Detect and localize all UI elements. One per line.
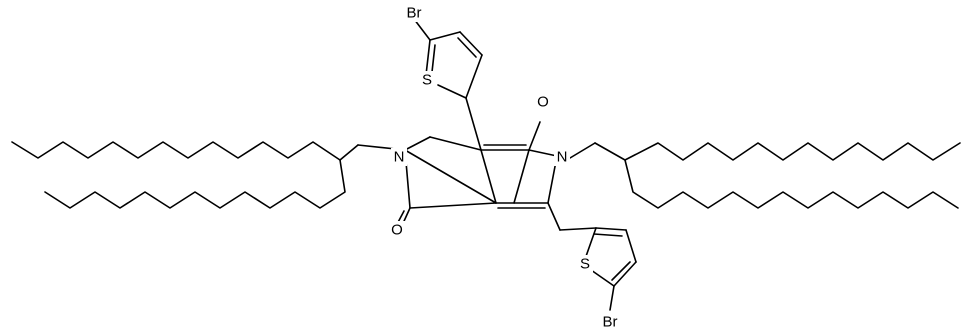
bond (437, 84, 467, 99)
sulfur-atom-bottom: S (577, 255, 593, 273)
bond (11, 141, 341, 161)
bond (594, 142, 626, 161)
bond (404, 149, 497, 204)
bond (595, 227, 627, 231)
bond (609, 285, 615, 311)
bond (431, 44, 436, 73)
bond (513, 149, 530, 204)
atom-label-o-bottom: O (391, 222, 403, 239)
bond (339, 144, 359, 161)
atom-label-o-top: O (537, 94, 549, 111)
bond (404, 136, 431, 151)
bond (613, 261, 637, 287)
atom-label-n-left: N (394, 149, 405, 166)
bond (624, 142, 961, 161)
bond (480, 149, 497, 204)
oxygen-atom-bottom: O (388, 221, 406, 239)
bond (413, 18, 431, 41)
sulfur-atom-top: S (419, 71, 435, 89)
bond (465, 54, 483, 99)
bond (569, 142, 596, 159)
bromine-atom-bottom: Br (596, 313, 624, 331)
bond (429, 31, 461, 41)
atom-label-s-top: S (422, 72, 432, 89)
bond (429, 136, 482, 151)
atom-label-s-bottom: S (580, 256, 590, 273)
bond (625, 229, 637, 263)
bond (624, 159, 959, 209)
atom-label-n-right: N (557, 149, 568, 166)
bond (44, 159, 346, 209)
bond (590, 269, 615, 287)
bond (425, 39, 431, 76)
nitrogen-atom-right: N (554, 148, 570, 166)
bond (459, 31, 483, 56)
atom-label-br-bottom: Br (603, 314, 618, 331)
bond (409, 202, 497, 209)
bond (528, 121, 541, 151)
bond (465, 97, 482, 151)
bonds (11, 18, 961, 311)
atom-labels: Br S N O N O S Br (388, 4, 624, 331)
bond (559, 227, 597, 231)
nitrogen-atom-left: N (391, 148, 407, 166)
bond (547, 202, 561, 231)
bond (593, 233, 623, 237)
bond (457, 37, 477, 58)
oxygen-atom-top: O (534, 93, 552, 111)
bond (528, 149, 558, 157)
bromine-atom-top: Br (400, 4, 428, 22)
atom-label-br-top: Br (407, 5, 422, 22)
bond (611, 261, 631, 281)
